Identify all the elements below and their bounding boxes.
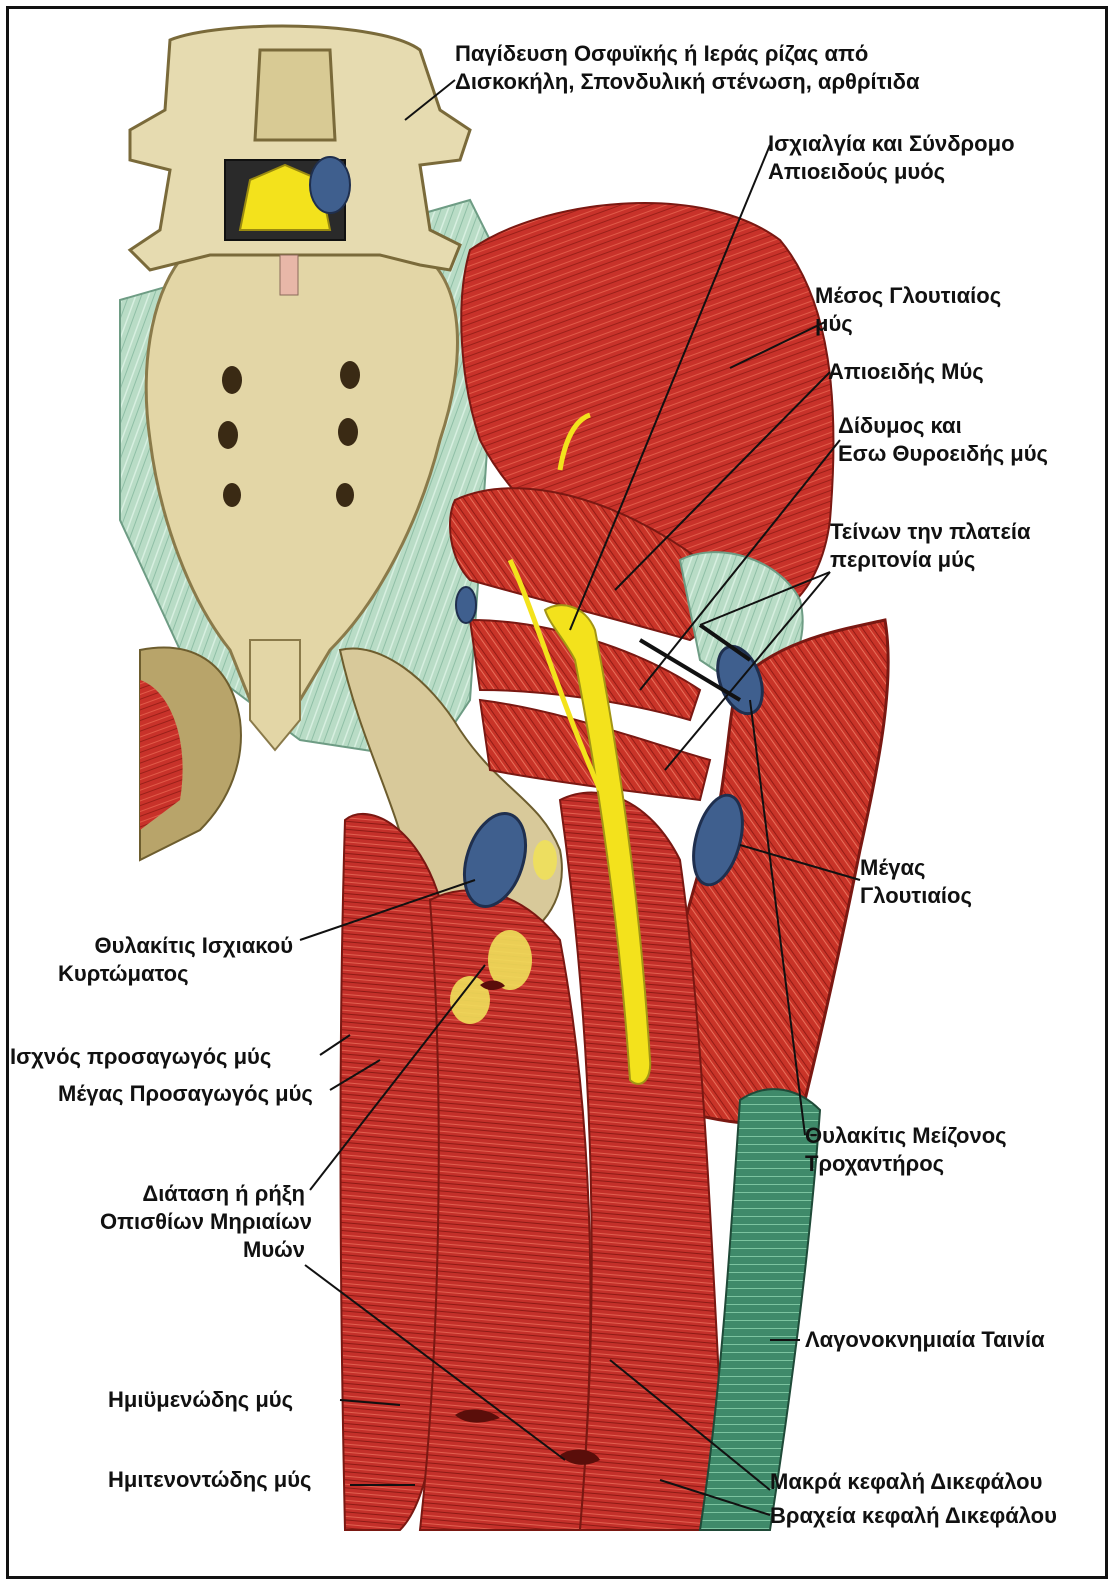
label-sciatica: Ισχιαλγία και Σύνδρομο Απιοειδούς μυός	[768, 130, 1015, 186]
label-biceps-short-head: Βραχεία κεφαλή Δικεφάλου	[770, 1502, 1057, 1530]
label-gluteus-maximus: Μέγας Γλουτιαίος	[860, 854, 972, 910]
label-ischial-bursitis: Θυλακίτις Ισχιακού Κυρτώματος	[58, 932, 293, 988]
label-semimembranosus: Ημιϋμενώδης μύς	[108, 1386, 293, 1414]
label-semitendinosus: Ημιτενοντώδης μύς	[108, 1466, 311, 1494]
label-hamstring-strain: Διάταση ή ρήξη Οπισθίων Μηριαίων Μυών	[100, 1180, 305, 1264]
label-gracilis: Ισχνός προσαγωγός μύς	[10, 1043, 271, 1071]
label-gemellus: Δίδυμος και Εσω Θυροειδής μύς	[838, 412, 1048, 468]
label-it-band: Λαγονοκνημιαία Ταινία	[805, 1326, 1045, 1354]
label-tensor-fascia: Τείνων την πλατεία περιτονία μύς	[830, 518, 1031, 574]
label-gluteus-medius: Μέσος Γλουτιαίος μύς	[815, 282, 1001, 338]
label-piriformis: Απιοειδής Μύς	[828, 358, 984, 386]
label-nerve-root-entrapment: Παγίδευση Οσφυϊκής ή Ιεράς ρίζας από Δισ…	[455, 40, 919, 96]
label-biceps-long-head: Μακρά κεφαλή Δικεφάλου	[770, 1468, 1042, 1496]
label-adductor-magnus: Μέγας Προσαγωγός μύς	[58, 1080, 313, 1108]
label-trochanteric-bursitis: Θυλακίτις Μείζονος Τροχαντήρος	[805, 1122, 1007, 1178]
